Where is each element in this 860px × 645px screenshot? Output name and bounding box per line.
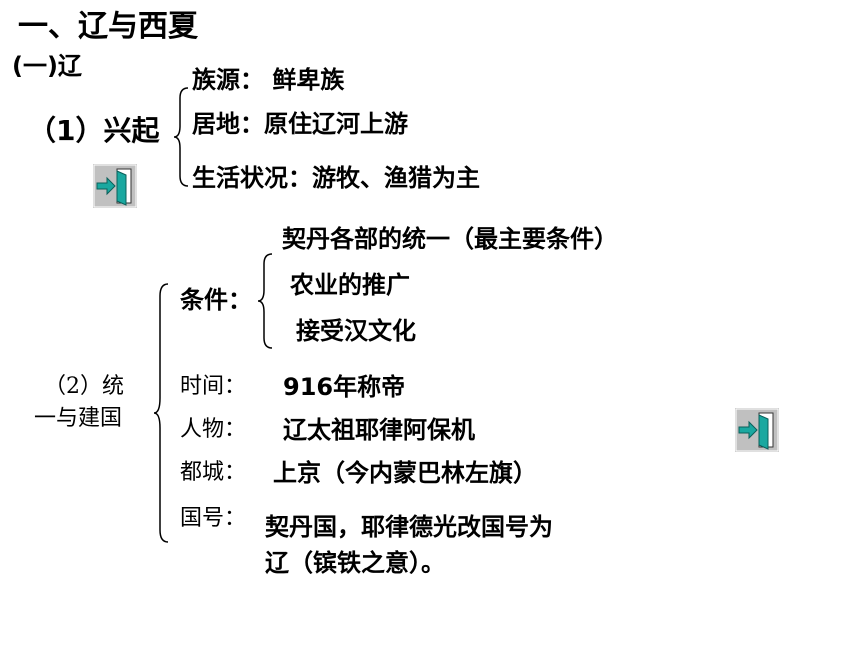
rise-item-lifestyle: 生活状况：游牧、渔猎为主 xyxy=(192,164,480,192)
capital-label: 都城： xyxy=(180,460,247,485)
time-value: 916年称帝 xyxy=(283,373,406,401)
section-subtitle: (一)辽 xyxy=(12,52,82,80)
unify-label-line2: 一与建国 xyxy=(34,406,123,431)
capital-value: 上京（今内蒙巴林左旗） xyxy=(273,459,537,487)
rise-label: （1）兴起 xyxy=(28,114,160,147)
exit-door-icon[interactable] xyxy=(93,164,137,208)
rise-item-residence: 居地：原住辽河上游 xyxy=(192,110,408,138)
condition-item-han-culture: 接受汉文化 xyxy=(296,317,416,345)
condition-item-unification: 契丹各部的统一（最主要条件） xyxy=(282,225,618,253)
title-value-line1: 契丹国，耶律德光改国号为 xyxy=(265,513,553,541)
time-label: 时间： xyxy=(180,374,247,399)
rise-item-origin: 族源： 鲜卑族 xyxy=(192,66,345,94)
page-title: 一、辽与西夏 xyxy=(18,9,198,44)
unify-brace xyxy=(153,283,169,543)
title-value-line2: 辽（镔铁之意）。 xyxy=(265,549,445,577)
rise-brace xyxy=(173,87,189,187)
person-label: 人物： xyxy=(180,417,247,442)
conditions-label: 条件： xyxy=(180,286,252,314)
exit-door-icon[interactable] xyxy=(735,408,779,452)
condition-item-agriculture: 农业的推广 xyxy=(290,271,410,299)
unify-label-line1: （2）统 xyxy=(44,374,124,399)
person-value: 辽太祖耶律阿保机 xyxy=(283,416,475,444)
title-label: 国号： xyxy=(180,506,247,531)
conditions-brace xyxy=(257,253,273,349)
